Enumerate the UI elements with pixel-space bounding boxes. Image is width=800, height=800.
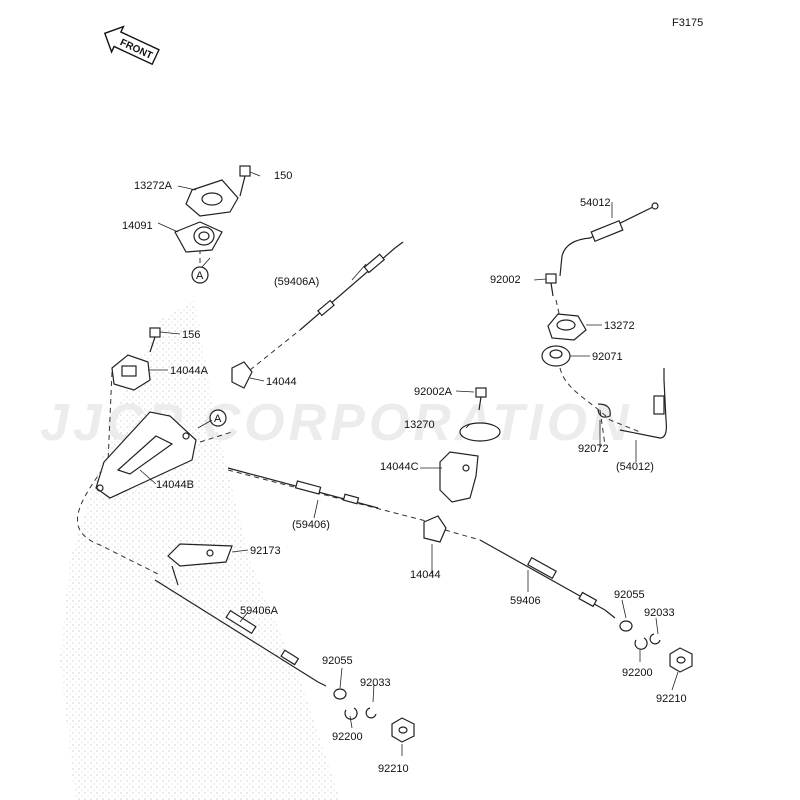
label-14044-lower: 14044 <box>410 569 441 581</box>
label-92200-right: 92200 <box>622 667 653 679</box>
part-156-bolt <box>149 327 161 353</box>
label-ref-a-top: A <box>196 270 204 282</box>
part-92033-right-clip <box>649 633 661 645</box>
label-59406A: 59406A <box>240 605 279 617</box>
label-59406: 59406 <box>510 595 541 607</box>
label-13272: 13272 <box>604 320 635 332</box>
part-14091-boot <box>174 221 223 253</box>
ref-a-mid-circle <box>209 409 227 427</box>
part-14044C-bracket <box>439 451 479 503</box>
label-54012: 54012 <box>580 197 611 209</box>
label-14044C: 14044C <box>380 461 419 473</box>
label-92071: 92071 <box>592 351 623 363</box>
front-arrow-icon: FRONT <box>103 25 160 66</box>
routing-dashed-lines <box>76 248 641 576</box>
label-14044-upper: 14044 <box>266 376 297 388</box>
part-14044-lower-clamp <box>423 515 447 543</box>
part-92055-right-ring <box>619 620 633 632</box>
label-14044A: 14044A <box>170 365 209 377</box>
part-14044A-bracket <box>111 354 151 391</box>
part-92200-right-washer <box>634 637 648 650</box>
label-92002A: 92002A <box>414 386 453 398</box>
part-150-bolt <box>239 165 251 197</box>
label-92033-left: 92033 <box>360 677 391 689</box>
label-13270: 13270 <box>404 419 435 431</box>
part-92173-bracket <box>167 543 233 586</box>
label-54012-paren: (54012) <box>616 461 654 473</box>
part-92210-left-nut <box>391 717 415 743</box>
label-13272A: 13272A <box>134 180 173 192</box>
part-92055-left-ring <box>333 688 347 700</box>
cable-59406A-upper <box>299 241 404 331</box>
label-92072: 92072 <box>578 443 609 455</box>
label-92210-left: 92210 <box>378 763 409 775</box>
label-92210-right: 92210 <box>656 693 687 705</box>
part-92071-grommet <box>541 345 571 367</box>
label-59406A-paren: (59406A) <box>274 276 319 288</box>
part-92002-bolt <box>545 273 557 297</box>
part-13272A-plate <box>185 179 239 217</box>
part-14044-upper-clamp <box>231 361 253 389</box>
label-92200-left: 92200 <box>332 731 363 743</box>
figure-code: F3175 <box>672 17 703 29</box>
label-14091: 14091 <box>122 220 153 232</box>
part-92072-clip <box>597 403 611 418</box>
part-92200-left-washer <box>344 707 358 720</box>
label-92002: 92002 <box>490 274 521 286</box>
part-13270-plate <box>459 422 501 442</box>
part-14044B-plate <box>95 411 197 499</box>
label-156: 156 <box>182 329 200 341</box>
label-150: 150 <box>274 170 292 182</box>
cable-59406-middle <box>227 467 379 509</box>
ref-a-top-circle <box>191 266 209 284</box>
label-92055-left: 92055 <box>322 655 353 667</box>
part-92210-right-nut <box>669 647 693 673</box>
label-ref-a-mid: A <box>214 413 222 425</box>
label-92055-right: 92055 <box>614 589 645 601</box>
cable-59406-right <box>479 539 616 619</box>
label-14044B: 14044B <box>156 479 194 491</box>
part-13272-plate <box>547 313 587 341</box>
label-59406-paren: (59406) <box>292 519 330 531</box>
label-92033-right: 92033 <box>644 607 675 619</box>
label-92173: 92173 <box>250 545 281 557</box>
part-92002A-bolt <box>475 387 487 411</box>
cable-54012-lower <box>619 368 667 439</box>
part-92033-left-clip <box>365 707 377 719</box>
cable-59406A-lower <box>154 579 327 687</box>
cable-54012-upper <box>559 202 659 277</box>
leader-lines <box>139 171 679 756</box>
